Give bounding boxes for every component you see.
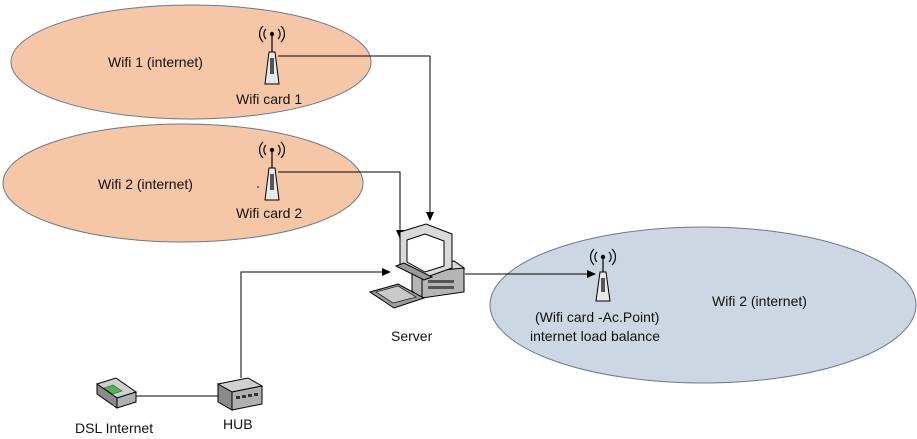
- zone-wifi1-ellipse: [10, 4, 372, 120]
- server-label: Server: [391, 328, 433, 344]
- antenna-icon: [259, 25, 285, 85]
- zone-wifi1: Wifi 1 (internet): [10, 4, 372, 120]
- ap-label-line1: (Wifi card -Ac.Point): [535, 309, 659, 325]
- antenna-icon: [259, 141, 285, 201]
- modem-icon: [95, 377, 138, 409]
- device-wifi-card-2: Wifi card 2: [236, 141, 302, 221]
- zone-ap-ellipse: [489, 226, 917, 384]
- hub-label: HUB: [223, 416, 253, 432]
- zone-ap-label: Wifi 2 (internet): [712, 293, 807, 309]
- link-wifi-card-2-server: [278, 171, 404, 239]
- device-server: Server: [368, 223, 466, 344]
- device-dsl: DSL Internet: [75, 377, 153, 436]
- dsl-label: DSL Internet: [75, 420, 153, 436]
- zone-wifi2: Wifi 2 (internet): [2, 123, 364, 243]
- connections: [135, 55, 596, 397]
- computer-icon: [368, 223, 466, 309]
- link-wifi-card-1-server: [278, 55, 434, 221]
- ap-label-line2: internet load balance: [530, 328, 660, 344]
- device-access-point: (Wifi card -Ac.Point) internet load bala…: [530, 248, 660, 344]
- device-wifi-card-1: Wifi card 1: [236, 25, 302, 107]
- stray-dot: [257, 186, 259, 188]
- device-hub: HUB: [216, 377, 264, 432]
- zone-wifi1-label: Wifi 1 (internet): [108, 54, 203, 70]
- wifi-card-2-label: Wifi card 2: [236, 205, 302, 221]
- hub-icon: [216, 377, 264, 411]
- wifi-card-1-label: Wifi card 1: [236, 91, 302, 107]
- zone-wifi2-ellipse: [2, 123, 364, 243]
- zone-wifi2-label: Wifi 2 (internet): [98, 176, 193, 192]
- antenna-icon: [590, 248, 616, 302]
- link-hub-server: [240, 268, 391, 378]
- zone-access-point: Wifi 2 (internet): [489, 226, 917, 384]
